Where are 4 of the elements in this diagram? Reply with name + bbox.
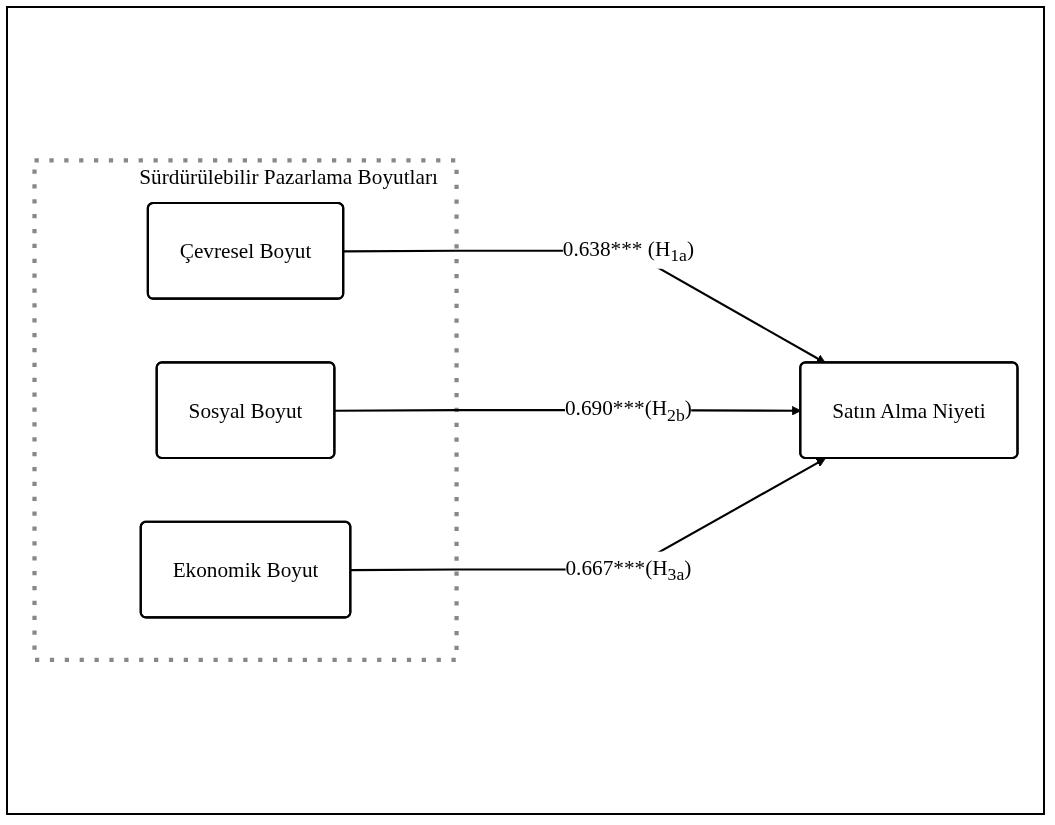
edge-label: 0.638*** (H$_{1a}$): [562, 237, 694, 266]
edge-label: 0.690***(H$_{2b}$): [564, 396, 692, 426]
edge-label: 0.667***(H$_{3a}$): [564, 556, 691, 585]
diagram-frame: Sürdürülebilir Pazarlama Boyutları 0.638*** (H$_{1a}$) 0.690***(H$_{2b}$) 0.667***(H$_{3a}$) Çevresel Boyut Sosyal Boyut Ekonomik Boyut Satın Alma Niyeti: [6, 6, 1045, 815]
